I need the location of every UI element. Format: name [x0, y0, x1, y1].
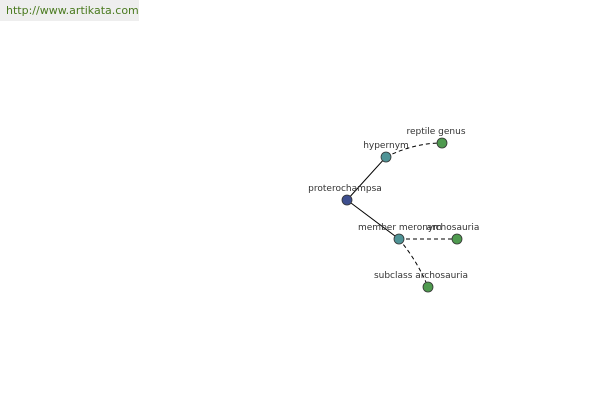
node-hypernym[interactable]: [380, 151, 392, 163]
node-archosauria[interactable]: [451, 233, 463, 245]
edge-hypernym-to-reptile-genus: [385, 142, 443, 158]
node-label-proterochampsa[interactable]: proterochampsa: [308, 184, 382, 194]
node-subclass-archosauria[interactable]: [422, 281, 434, 293]
node-label-reptile-genus[interactable]: reptile genus: [406, 127, 465, 137]
node-reptile-genus[interactable]: [436, 137, 448, 149]
node-label-subclass-archosauria[interactable]: subclass archosauria: [374, 271, 468, 281]
edge-proterochampsa-to-hypernym: [346, 156, 387, 201]
node-proterochampsa[interactable]: [341, 194, 353, 206]
node-member-meronym[interactable]: [393, 233, 405, 245]
site-url[interactable]: http://www.artikata.com: [6, 4, 139, 17]
node-label-archosauria[interactable]: archosauria: [427, 223, 480, 233]
node-label-member-meronym[interactable]: member meronym: [358, 223, 442, 233]
node-label-hypernym[interactable]: hypernym: [363, 141, 409, 151]
site-url-bar: http://www.artikata.com: [0, 0, 139, 21]
edge-proterochampsa-to-member-meronym: [346, 199, 400, 240]
